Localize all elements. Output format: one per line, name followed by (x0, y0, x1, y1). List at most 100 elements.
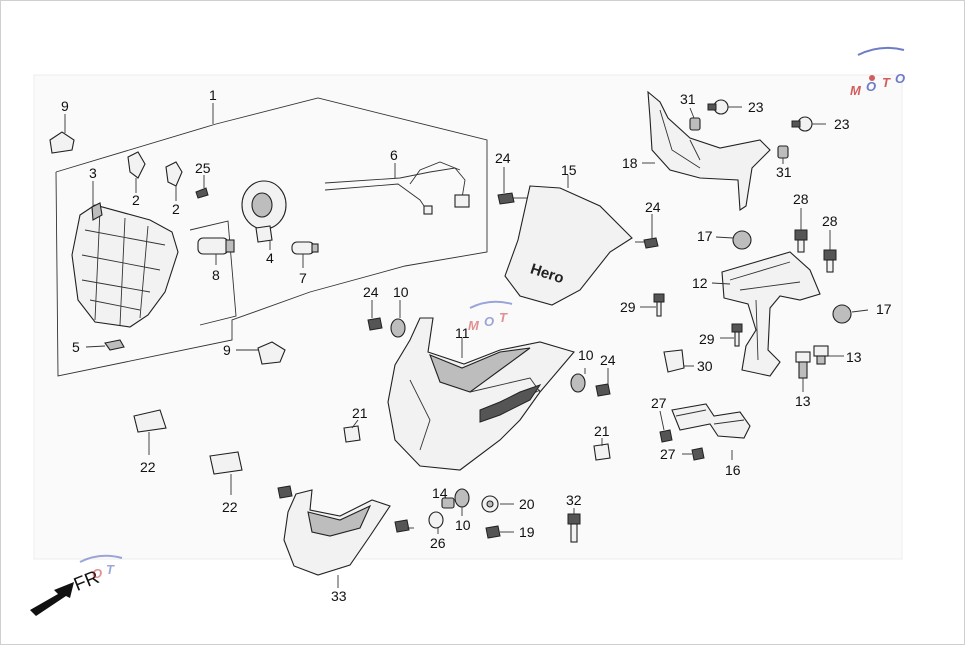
callout-24: 24 (600, 352, 616, 368)
gear-part (481, 495, 499, 513)
callout-15: 15 (561, 162, 577, 178)
grommet-part (732, 230, 752, 250)
callout-4: 4 (266, 250, 274, 266)
callout-31: 31 (680, 91, 696, 107)
screw-part (595, 383, 611, 397)
callout-10: 10 (393, 284, 409, 300)
callout-32: 32 (566, 492, 582, 508)
callout-30: 30 (697, 358, 713, 374)
sleeve-part (777, 145, 789, 159)
svg-text:M: M (850, 83, 862, 98)
screw-part (731, 323, 743, 347)
callout-25: 25 (195, 160, 211, 176)
grommet-part (390, 318, 406, 338)
clip-part (257, 341, 286, 365)
clip-part (343, 425, 361, 443)
svg-text:T: T (106, 562, 115, 577)
callout-14: 14 (432, 485, 448, 501)
callout-19: 19 (519, 524, 535, 540)
collar-part (813, 345, 829, 365)
callout-27: 27 (660, 446, 676, 462)
watermark-logo-icon: O T (79, 554, 123, 581)
callout-20: 20 (519, 496, 535, 512)
clip-part (49, 131, 75, 154)
watermark-logo-icon: M O T (468, 300, 513, 333)
callout-21: 21 (594, 423, 610, 439)
screw-part (497, 192, 515, 205)
callout-24: 24 (645, 199, 661, 215)
callout-18: 18 (622, 155, 638, 171)
svg-text:O: O (895, 71, 905, 86)
screw-part (691, 447, 705, 461)
grommet-part (454, 488, 470, 508)
speed-nut-part (133, 409, 167, 433)
callout-21: 21 (352, 405, 368, 421)
bracket-part (165, 161, 183, 187)
callout-28: 28 (822, 213, 838, 229)
clip-part (593, 443, 611, 461)
callout-5: 5 (72, 339, 80, 355)
callout-16: 16 (725, 462, 741, 478)
bolt-part (485, 525, 501, 539)
svg-text:O: O (866, 79, 876, 94)
callout-12: 12 (692, 275, 708, 291)
headlamp-part (71, 202, 179, 328)
watermark-logo-icon: M O T O (850, 46, 905, 98)
callout-10: 10 (455, 517, 471, 533)
callout-8: 8 (212, 267, 220, 283)
svg-text:M: M (468, 318, 480, 333)
callout-22: 22 (222, 499, 238, 515)
screw-part (195, 187, 209, 199)
svg-text:T: T (882, 75, 891, 90)
grommet-part (570, 373, 586, 393)
callout-29: 29 (699, 331, 715, 347)
callout-33: 33 (331, 588, 347, 604)
callout-23: 23 (834, 116, 850, 132)
screw-part (659, 429, 673, 443)
callout-17: 17 (876, 301, 892, 317)
callout-11: 11 (455, 325, 470, 341)
bulb-sub-outline (189, 220, 237, 326)
callout-28: 28 (793, 191, 809, 207)
clip-part (104, 339, 125, 351)
svg-text:O: O (92, 566, 102, 581)
svg-text:T: T (499, 310, 508, 325)
wire-harness-part (324, 161, 470, 215)
bolt-part (794, 229, 808, 253)
callout-7: 7 (299, 270, 307, 286)
screw-part (367, 317, 383, 331)
callout-23: 23 (748, 99, 764, 115)
callout-31: 31 (776, 164, 792, 180)
front-direction-arrow-icon (30, 582, 74, 616)
callout-22: 22 (140, 459, 156, 475)
washer-part (428, 511, 444, 529)
visor-part (504, 185, 633, 306)
callout-9: 9 (223, 342, 231, 358)
callout-1: 1 (209, 87, 217, 103)
bracket-part (647, 90, 771, 211)
bulb-part (197, 237, 235, 255)
screw-part (394, 519, 410, 533)
stay-part (671, 403, 751, 439)
screw-part (277, 485, 293, 499)
bolt-part (791, 116, 813, 132)
screw-part (643, 237, 659, 249)
assembly-1-outline (55, 97, 488, 377)
sleeve-part (689, 117, 701, 131)
spacer-part (441, 497, 455, 509)
speed-nut-part (209, 451, 243, 475)
callout-9: 9 (61, 98, 69, 114)
callout-13: 13 (846, 349, 862, 365)
front-cowl-part (387, 317, 575, 471)
frame-part (721, 251, 821, 377)
callout-2: 2 (172, 201, 180, 217)
callout-26: 26 (430, 535, 446, 551)
bolt-part (707, 99, 729, 115)
svg-text:O: O (484, 314, 494, 329)
lamp-housing-part (241, 180, 287, 243)
callout-17: 17 (697, 228, 713, 244)
callout-13: 13 (795, 393, 811, 409)
callout-6: 6 (390, 147, 398, 163)
diagram-area (33, 74, 903, 560)
